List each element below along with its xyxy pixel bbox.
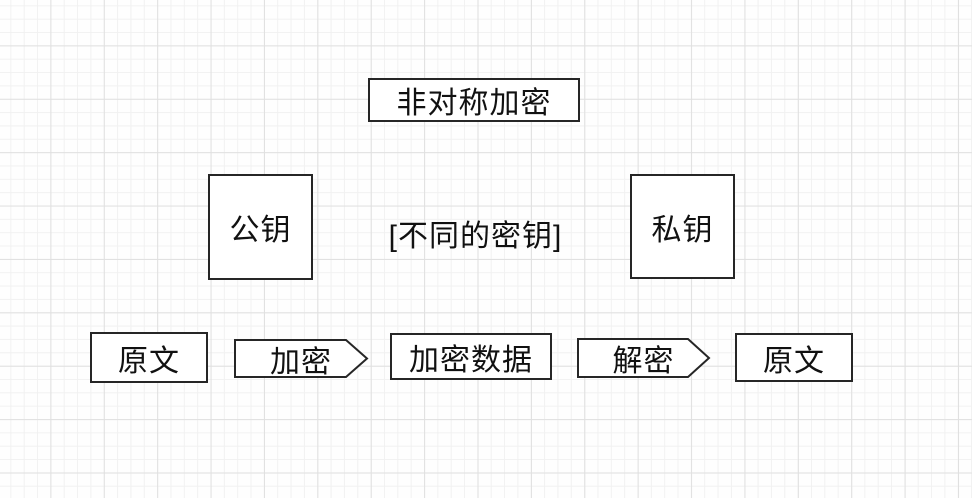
pentagon-arrow-icon bbox=[577, 338, 710, 378]
public-key-box[interactable]: 公钥 bbox=[208, 174, 313, 280]
result-text-box[interactable]: 原文 bbox=[735, 333, 853, 382]
private-key-box[interactable]: 私钥 bbox=[630, 174, 735, 279]
decrypt-label: 解密 bbox=[612, 345, 675, 378]
public-key-label: 公钥 bbox=[229, 214, 292, 247]
decrypt-arrow[interactable]: 解密 bbox=[577, 338, 710, 378]
title-box[interactable]: 非对称加密 bbox=[368, 78, 580, 122]
encrypt-arrow[interactable]: 加密 bbox=[234, 339, 368, 379]
title-label: 非对称加密 bbox=[396, 87, 552, 120]
encrypted-data-label: 加密数据 bbox=[409, 343, 533, 377]
different-keys-note[interactable]: [不同的密钥] bbox=[388, 220, 563, 253]
result-text-label: 原文 bbox=[763, 344, 825, 378]
source-text-box[interactable]: 原文 bbox=[90, 332, 208, 383]
pentagon-arrow-icon bbox=[234, 339, 368, 378]
encrypt-label: 加密 bbox=[270, 345, 332, 379]
encrypted-data-box[interactable]: 加密数据 bbox=[390, 333, 552, 380]
private-key-label: 私钥 bbox=[651, 213, 714, 247]
source-text-label: 原文 bbox=[118, 344, 180, 378]
